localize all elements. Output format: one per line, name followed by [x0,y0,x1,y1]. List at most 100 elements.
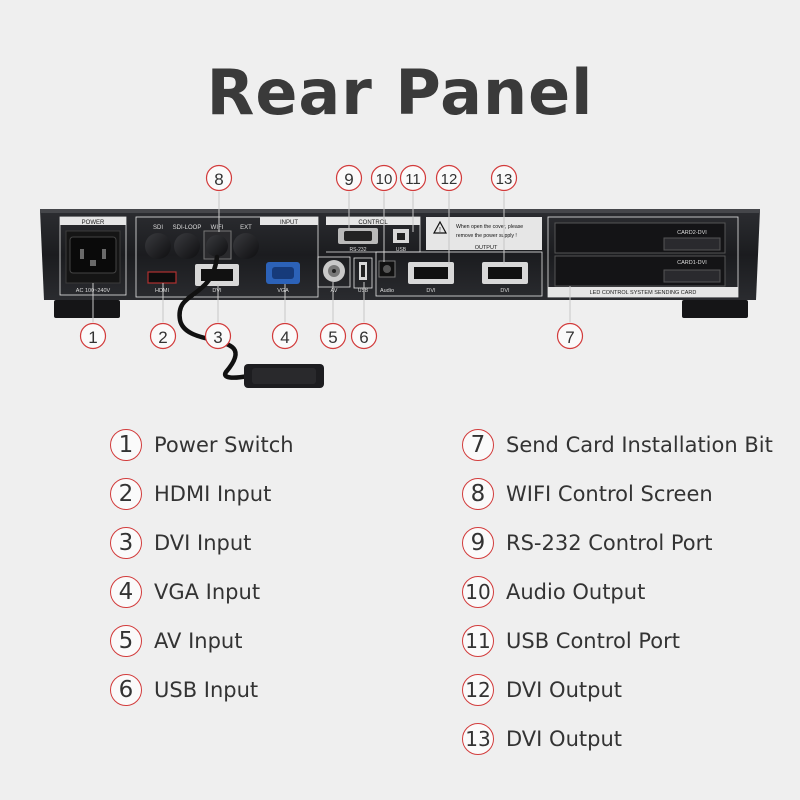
sending-card-bay: CARD2-DVI CARD1-DVI LED CONTROL SYSTEM S… [547,216,739,298]
sdi-loop-port-cover [174,233,200,259]
legend-label: Power Switch [154,433,294,457]
legend-item-av-input: 5 AV Input [110,624,242,658]
legend-number: 5 [110,625,142,657]
legend-label: WIFI Control Screen [506,482,713,506]
callout-10: 10 [370,164,398,192]
legend-item-vga-input: 4 VGA Input [110,575,260,609]
svg-text:11: 11 [405,171,421,188]
rs232-label: RS-232 [350,247,367,253]
usb-control-label: USB [396,247,407,253]
svg-text:10: 10 [376,171,393,188]
callout-3: 3 [204,322,232,350]
rear-panel-diagram: POWER AC 100~240V INPUT SDI SDI-LOOP WIF… [40,164,760,388]
legend-item-dvi-output-2: 13 DVI Output [462,722,622,756]
legend-item-dvi-input: 3 DVI Input [110,526,251,560]
av-label: AV [331,288,338,294]
legend-label: VGA Input [154,580,261,604]
callout-7: 7 [556,322,584,350]
legend-item-hdmi-input: 2 HDMI Input [110,477,271,511]
svg-text:3: 3 [213,328,222,347]
control-section: CONTROL RS-232 USB [326,216,421,253]
legend-number: 8 [462,478,494,510]
legend-number: 6 [110,674,142,706]
callout-13: 13 [490,164,518,192]
svg-text:13: 13 [496,171,513,188]
legend-number: 3 [110,527,142,559]
svg-text:2: 2 [158,328,167,347]
page-title: Rear Panel [206,56,594,129]
wifi-label: WIFI [211,225,224,231]
legend-number: 11 [462,625,494,657]
dvi-input-label: DVI [212,288,222,294]
callout-5: 5 [319,322,347,350]
legend-number: 12 [462,674,494,706]
legend-label: DVI Output [506,727,622,751]
svg-text:5: 5 [328,328,337,347]
hdmi-label: HDMI [155,288,170,294]
warning-text-1: When open the cover, please [456,224,523,230]
vga-label: VGA [277,288,289,294]
legend-label: RS-232 Control Port [506,531,713,555]
dvi-output-label-1: DVI [426,288,436,294]
callout-9: 9 [335,164,363,192]
callout-11: 11 [399,164,427,192]
usb-input-label: USB [358,288,369,294]
legend-item-usb-input: 6 USB Input [110,673,258,707]
svg-text:!: ! [439,227,441,234]
sdi-label: SDI [153,225,163,231]
legend-item-send-card: 7 Send Card Installation Bit [462,428,773,462]
card1-label: CARD1-DVI [677,260,707,266]
legend-label: Audio Output [506,580,646,604]
legend-label: DVI Output [506,678,622,702]
input-section: INPUT SDI SDI-LOOP WIFI EXT HDMI DVI VGA [135,216,319,298]
warning-icon [432,220,448,234]
card2-label: CARD2-DVI [677,230,707,236]
legend-number: 2 [110,478,142,510]
ext-port-cover [233,233,259,259]
power-section: POWER AC 100~240V [59,216,127,296]
callout-12: 12 [435,164,463,192]
svg-text:9: 9 [344,170,353,189]
svg-text:12: 12 [441,171,458,188]
legend-number: 7 [462,429,494,461]
callout-lines [92,192,571,322]
svg-text:7: 7 [565,328,574,347]
legend-number: 10 [462,576,494,608]
legend-label: AV Input [154,629,243,653]
callout-4: 4 [271,322,299,350]
control-label: CONTROL [358,220,388,226]
legend-item-wifi-control: 8 WIFI Control Screen [462,477,713,511]
dvi-output-label-2: DVI [500,288,510,294]
warning-text-2: remove the power supply ! [456,233,517,239]
legend-label: Send Card Installation Bit [506,433,773,457]
input-label: INPUT [280,220,298,226]
sdi-loop-label: SDI-LOOP [173,225,202,231]
legend-label: DVI Input [154,531,252,555]
svg-text:6: 6 [359,328,368,347]
output-section: ! When open the cover, please remove the… [375,217,543,297]
av-usb-section: AV USB [317,256,373,294]
hdmi-port [147,271,177,284]
callout-2: 2 [149,322,177,350]
callout-8: 8 [205,164,233,192]
legend-item-audio-output: 10 Audio Output [462,575,645,609]
audio-label: Audio [380,288,394,294]
callout-1: 1 [79,322,107,350]
ext-label: EXT [240,225,252,231]
legend-item-usb-control: 11 USB Control Port [462,624,680,658]
legend-label: USB Input [154,678,259,702]
legend-number: 9 [462,527,494,559]
legend-item-dvi-output-1: 12 DVI Output [462,673,622,707]
output-label: OUTPUT [475,245,498,251]
legend-number: 13 [462,723,494,755]
callout-6: 6 [350,322,378,350]
svg-text:4: 4 [280,328,289,347]
legend-number: 4 [110,576,142,608]
sending-card-label: LED CONTROL SYSTEM SENDING CARD [590,290,697,296]
legend-number: 1 [110,429,142,461]
legend-label: HDMI Input [154,482,272,506]
legend-label: USB Control Port [506,629,680,653]
svg-text:1: 1 [88,328,97,347]
sdi-port-cover [145,233,171,259]
legend-item-power-switch: 1 Power Switch [110,428,294,462]
